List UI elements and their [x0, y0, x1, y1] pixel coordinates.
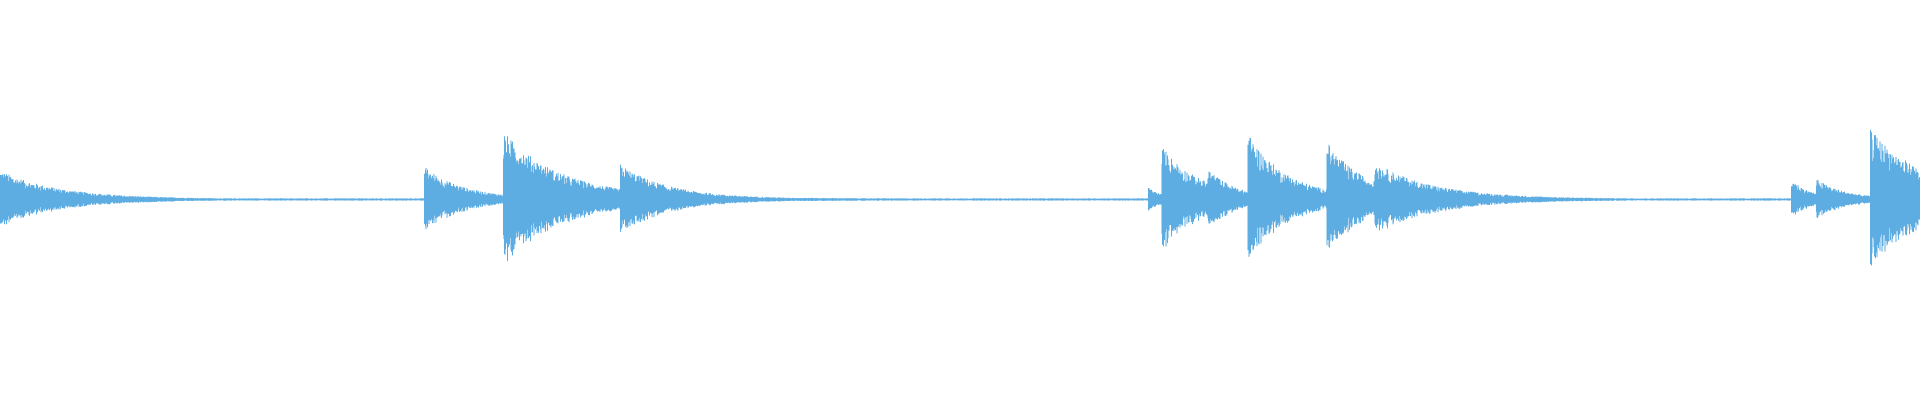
- waveform-trace: [0, 129, 1920, 266]
